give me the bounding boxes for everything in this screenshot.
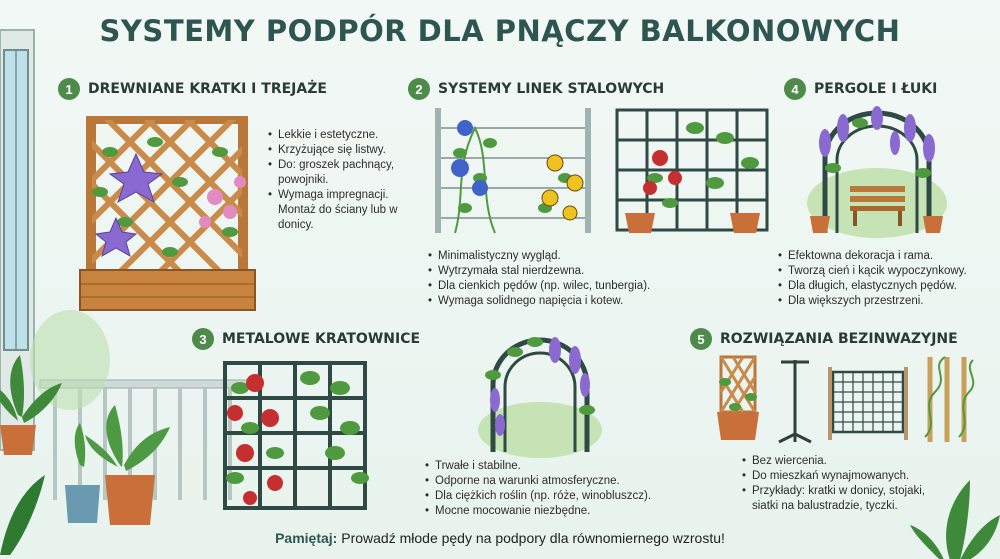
section-number-badge: 2 — [408, 78, 430, 100]
bullet-item: Dla cienkich pędów (np. wilec, tunbergia… — [428, 279, 698, 294]
metal-lattice-with-roses-illustration — [223, 361, 369, 510]
corner-plant-right-illustration — [910, 480, 1000, 559]
bullet-item: Tworzą cień i kącik wypoczynkowy. — [778, 264, 1000, 279]
bullet-item: Bez wiercenia. — [742, 454, 942, 469]
bullet-item: Odporne na warunki atmosferyczne. — [425, 474, 705, 489]
balcony-door-illustration — [0, 29, 35, 451]
non-invasive-supports-illustration — [717, 355, 975, 444]
bullet-item: Lekkie i estetyczne. — [268, 128, 408, 143]
steel-wire-system-illustration — [435, 108, 591, 234]
bullet-item: Minimalistyczny wygląd. — [428, 249, 698, 264]
section-5-bullets: Bez wiercenia. Do mieszkań wynajmowanych… — [742, 454, 942, 514]
pergola-arch-illustration — [807, 106, 947, 238]
bullet-item: Do mieszkań wynajmowanych. — [742, 469, 942, 484]
bullet-item: Efektowna dekoracja i rama. — [778, 249, 1000, 264]
bullet-item: Dla długich, elastycznych pędów. — [778, 279, 1000, 294]
footer-text: Prowadź młode pędy na podpory dla równom… — [341, 530, 725, 546]
metal-grid-with-roses-illustration — [615, 108, 769, 233]
section-1-header: 1 DREWNIANE KRATKI I TREJAŻE — [58, 78, 327, 100]
page-title: SYSTEMY PODPÓR DLA PNĄCZY BALKONOWYCH — [99, 14, 901, 48]
section-3-header: 3 METALOWE KRATOWNICE — [192, 328, 420, 350]
footer-label: Pamiętaj: — [275, 530, 338, 546]
bullet-item: Dla większych przestrzeni. — [778, 294, 1000, 309]
bullet-item: Do: groszek pachnący, powojniki. — [268, 158, 408, 188]
bullet-item: Wytrzymała stal nierdzewna. — [428, 264, 698, 279]
section-4-header: 4 PERGOLE I ŁUKI — [784, 78, 937, 100]
bullet-item: Wymaga solidnego napięcia i kotew. — [428, 294, 698, 309]
section-number-badge: 1 — [58, 78, 80, 100]
section-title: DREWNIANE KRATKI I TREJAŻE — [88, 81, 327, 97]
section-title: METALOWE KRATOWNICE — [222, 331, 421, 347]
section-5-header: 5 ROZWIĄZANIA BEZINWAZYJNE — [690, 328, 958, 350]
bullet-item: Przykłady: kratki w donicy, stojaki, sia… — [742, 484, 942, 514]
section-number-badge: 5 — [690, 328, 712, 350]
section-title: SYSTEMY LINEK STALOWYCH — [438, 81, 665, 97]
section-2-header: 2 SYSTEMY LINEK STALOWYCH — [408, 78, 664, 100]
bullet-item: Mocne mocowanie niezbędne. — [425, 504, 705, 519]
bullet-item: Dla ciężkich roślin (np. róże, winoblusz… — [425, 489, 705, 504]
section-title: ROZWIĄZANIA BEZINWAZYJNE — [720, 331, 958, 347]
bullet-item: Trwałe i stabilne. — [425, 459, 705, 474]
bullet-item: Krzyżujące się listwy. — [268, 143, 408, 158]
section-1-bullets: Lekkie i estetyczne. Krzyżujące się list… — [268, 128, 408, 233]
section-number-badge: 4 — [784, 78, 806, 100]
bullet-item: Wymaga impregnacji. Montaż do ściany lub… — [268, 188, 408, 233]
wooden-trellis-illustration — [79, 116, 256, 311]
section-4-bullets: Efektowna dekoracja i rama. Tworzą cień … — [778, 249, 1000, 309]
section-number-badge: 3 — [192, 328, 214, 350]
section-2-bullets: Minimalistyczny wygląd. Wytrzymała stal … — [428, 249, 698, 309]
section-3-bullets: Trwałe i stabilne. Odporne na warunki at… — [425, 459, 705, 519]
potted-plants-left-illustration — [0, 355, 170, 555]
footer-note: Pamiętaj: Prowadź młode pędy na podpory … — [0, 530, 1000, 546]
section-title: PERGOLE I ŁUKI — [814, 81, 938, 97]
arch-with-wisteria-illustration — [478, 337, 602, 458]
